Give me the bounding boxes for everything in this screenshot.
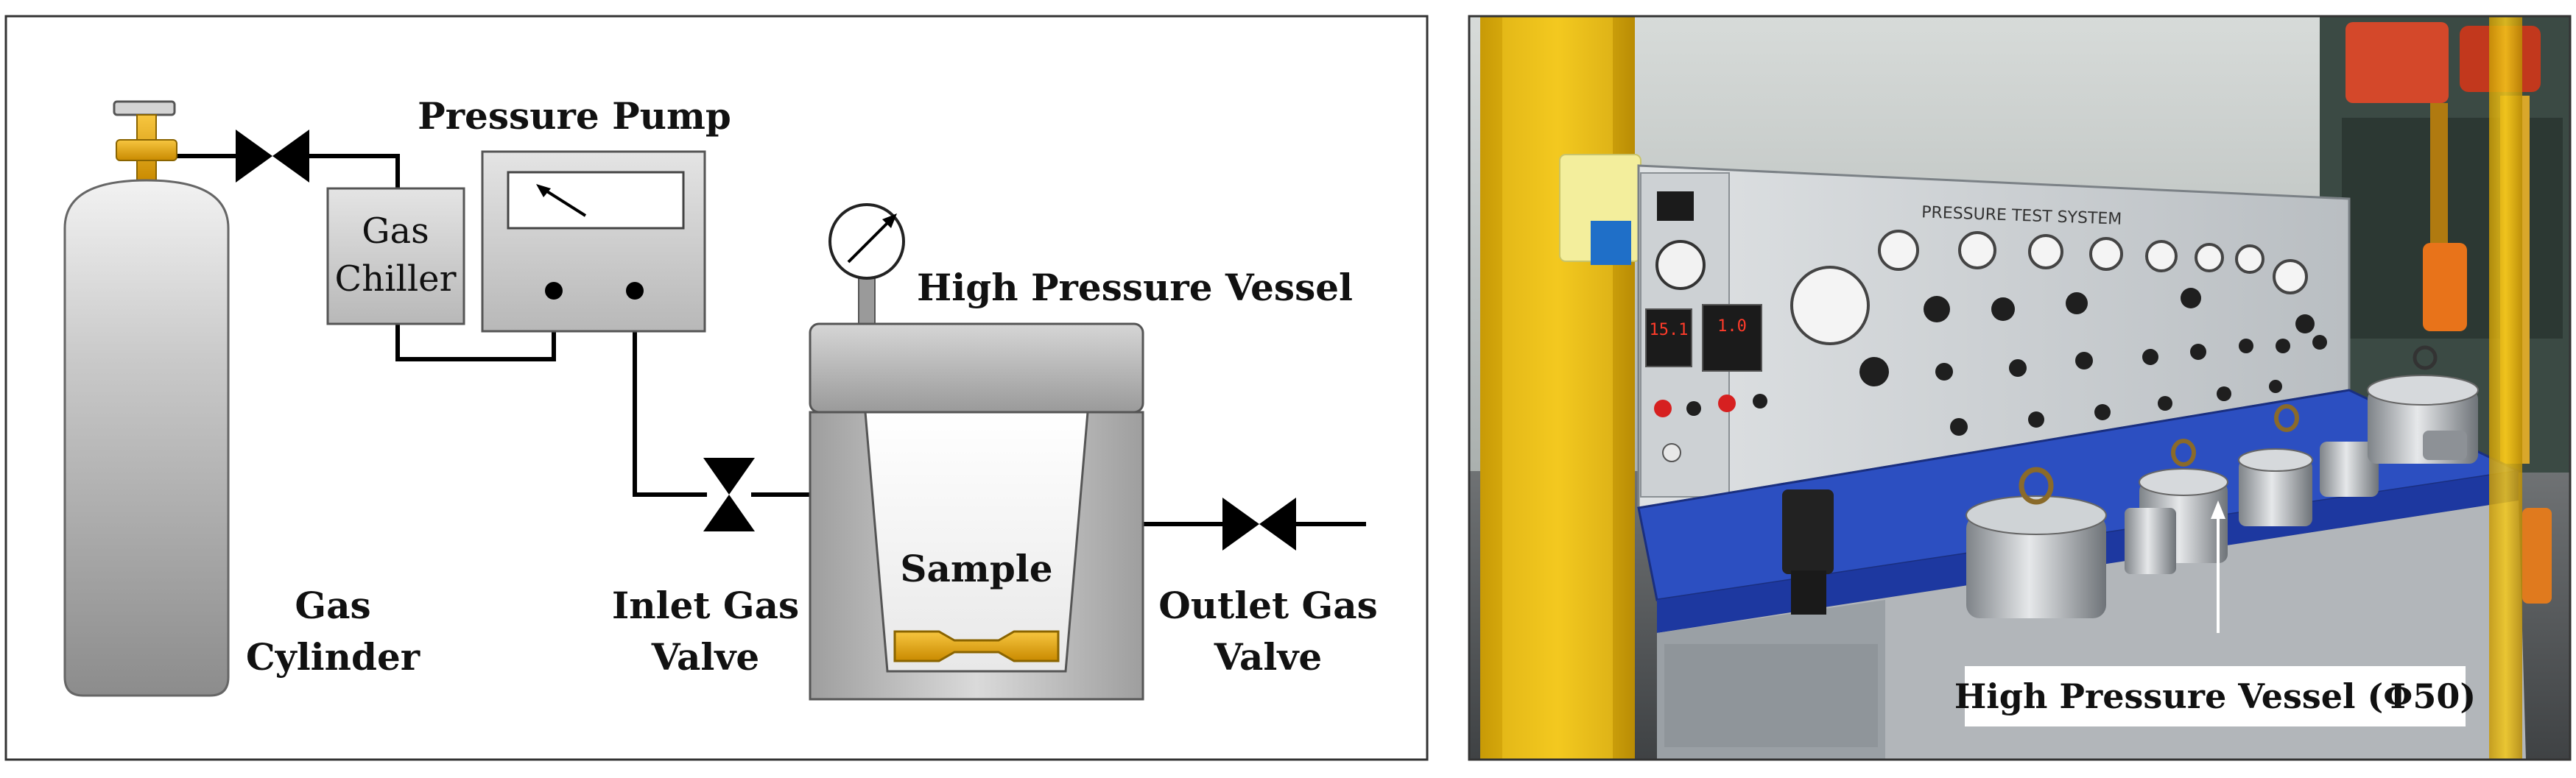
digital-display-left (1645, 308, 1692, 367)
high-pressure-vessel (809, 322, 1144, 701)
outlet-gas-valve-label-1: Outlet Gas (1158, 584, 1378, 627)
inlet-gas-valve (703, 458, 755, 531)
actuator (1782, 489, 1834, 574)
gas-cylinder-label-2: Cylinder (246, 635, 420, 679)
gas-chiller-label-2: Chiller (334, 258, 456, 300)
pressure-pump (481, 150, 706, 333)
cylinder-valve (236, 130, 309, 183)
inlet-gas-valve-label-1: Inlet Gas (612, 584, 799, 627)
gas-chiller-label-1: Gas (362, 211, 429, 252)
panel-gauges (1790, 230, 2308, 345)
hoist-motor (2346, 22, 2449, 103)
indicator-lights (1654, 394, 1767, 462)
sample-label: Sample (900, 547, 1052, 590)
outlet-gas-valve (1222, 498, 1296, 551)
outlet-gas-valve-label-2: Valve (1214, 635, 1322, 679)
schematic-panel: Gas Chiller Pressure Pump Inlet Gas Valv… (4, 15, 1429, 761)
svg-text:15.1: 15.1 (1650, 321, 1689, 339)
right-column (2489, 16, 2522, 760)
callout-label: High Pressure Vessel (Φ50) (1954, 676, 2476, 716)
callout-box (1965, 666, 2466, 726)
gas-cylinder-label-1: Gas (295, 584, 370, 627)
high-pressure-vessel-label: High Pressure Vessel (917, 266, 1353, 309)
digital-display-right (1702, 304, 1762, 372)
photo-panel: PRESSURE TEST SYSTEM 15.1 1.0 (1468, 15, 2572, 761)
photo-frame (1468, 15, 2572, 761)
pipe-lines (177, 154, 1366, 526)
gas-chiller-box (326, 187, 465, 325)
vessel-row (1966, 345, 2479, 618)
panel-knobs (1859, 288, 2327, 436)
inlet-gas-valve-label-2: Valve (651, 635, 759, 679)
gas-cylinder (63, 100, 230, 697)
svg-text:1.0: 1.0 (1717, 317, 1747, 336)
pressure-pump-label: Pressure Pump (418, 94, 731, 138)
sample-specimen (893, 630, 1060, 662)
